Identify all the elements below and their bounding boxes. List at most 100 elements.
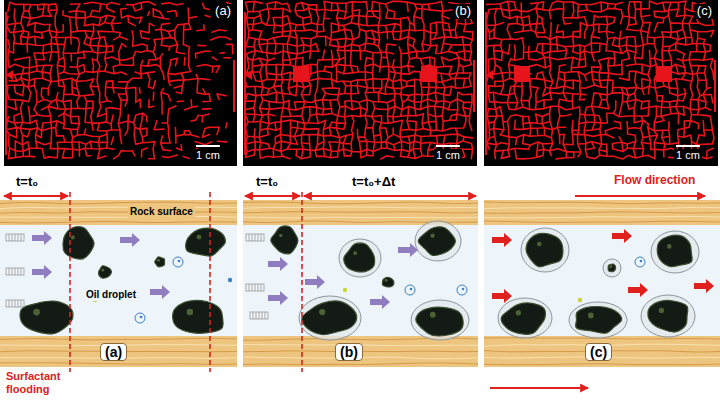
oil-highlight: [385, 279, 388, 282]
oil-highlight: [537, 242, 542, 247]
micelle: [140, 316, 143, 319]
surfactant-molecules: [21, 300, 22, 307]
surfactant-film: [651, 231, 699, 273]
oil-droplet: [155, 257, 165, 267]
micelle: [178, 260, 181, 263]
surfactant-molecules: [255, 284, 256, 291]
flood-front-line: [209, 192, 211, 372]
flow-arrow: [492, 233, 512, 247]
inlet-line: [244, 12, 246, 155]
oil-droplet: [608, 264, 615, 272]
micelle: [640, 260, 643, 263]
image-background: [484, 0, 718, 166]
rock-texture: [484, 212, 720, 213]
pore-network: [245, 1, 473, 159]
micromodel-image: [243, 0, 477, 166]
flood-front: [4, 192, 705, 388]
surfactant-molecules: [258, 234, 259, 241]
surfactant-film: [415, 221, 461, 261]
flow-arrow: [32, 231, 52, 245]
panel-letter: (b): [453, 4, 473, 19]
micromodel-image: [4, 0, 718, 166]
surfactant-molecules: [255, 234, 256, 241]
surfactant-molecules: [12, 234, 13, 241]
oil-highlight: [430, 312, 436, 318]
surfactant-molecules: [9, 300, 10, 307]
oil-highlight: [588, 313, 594, 319]
flow-direction-arrow: [575, 195, 705, 197]
inlet-mark: [245, 70, 252, 80]
injection-port: [514, 66, 530, 82]
surfactant-film: [569, 302, 627, 338]
oil-highlight: [101, 268, 104, 271]
flow-arrow: [612, 229, 632, 243]
rock-texture: [484, 363, 720, 365]
rock-surface: [0, 200, 237, 225]
oil-displacement: [6, 221, 714, 340]
rock-surface: [484, 200, 720, 225]
inlet-line: [485, 12, 487, 155]
time-span-arrow: [245, 195, 300, 197]
rock-texture: [243, 202, 478, 204]
rock-texture: [0, 212, 237, 213]
surfactant-film: [641, 295, 695, 337]
particle: [578, 298, 582, 302]
rock-texture: [484, 207, 720, 208]
rock-texture: [0, 202, 237, 204]
surfactant-molecules: [6, 234, 24, 241]
part-label: Surfactant flooding: [4, 370, 74, 395]
pore-network: [486, 1, 714, 159]
panel-letter: (a): [213, 4, 233, 19]
oil-highlight: [667, 244, 672, 249]
surfactant-film: [299, 296, 361, 340]
oil-droplet: [648, 300, 688, 332]
rock-surface: [243, 336, 478, 367]
micromodel-image: [4, 0, 237, 166]
rock-texture: [0, 207, 237, 209]
flow-arrow: [305, 275, 325, 289]
micelle: [457, 285, 467, 295]
time-label: t=t₀: [254, 175, 280, 190]
oil-droplet: [302, 301, 357, 335]
surfactant-molecules: [259, 312, 260, 319]
flow-arrow: [268, 291, 288, 305]
surfactant-molecules: [249, 234, 250, 241]
oil-droplet: [501, 303, 545, 334]
flood-front-line: [69, 192, 71, 372]
rock-surface: [0, 336, 237, 367]
surfactant-molecules: [250, 312, 268, 319]
surfactant-molecules: [9, 234, 10, 241]
panel-letter: (c): [585, 343, 612, 361]
oil-highlight: [609, 265, 612, 268]
rock-texture: [243, 363, 478, 365]
part-label: Oil droplet: [84, 289, 138, 301]
scale-bar: [196, 145, 220, 147]
surfactant-molecules: [6, 300, 24, 307]
oil-droplet: [173, 300, 224, 333]
surfactant-molecules: [262, 312, 263, 319]
flow-arrow: [398, 243, 418, 257]
oil-droplet: [576, 307, 622, 334]
rock-surface: [484, 336, 720, 367]
oil-highlight: [197, 235, 202, 240]
micelle: [410, 288, 413, 291]
outlet-line: [233, 60, 235, 112]
rock-texture: [0, 363, 237, 365]
rock-texture: [484, 216, 720, 218]
fluid-region: [484, 225, 720, 336]
surfactant-molecules: [15, 234, 16, 241]
oil-highlight: [430, 234, 434, 238]
rock-texture: [0, 338, 237, 340]
micelle: [405, 285, 415, 295]
time-span-arrow: [4, 195, 68, 197]
flow-arrow: [32, 265, 52, 279]
surfactant-molecules: [18, 268, 19, 275]
surfactant-molecules: [252, 234, 253, 241]
oil-highlight: [319, 309, 325, 315]
surfactant-molecules: [256, 312, 257, 319]
scale-bar: [676, 145, 700, 147]
flow-direction-arrow: [490, 387, 588, 389]
oil-droplet: [418, 227, 455, 256]
outlet-line: [473, 60, 475, 112]
surfactant-molecules: [18, 234, 19, 241]
